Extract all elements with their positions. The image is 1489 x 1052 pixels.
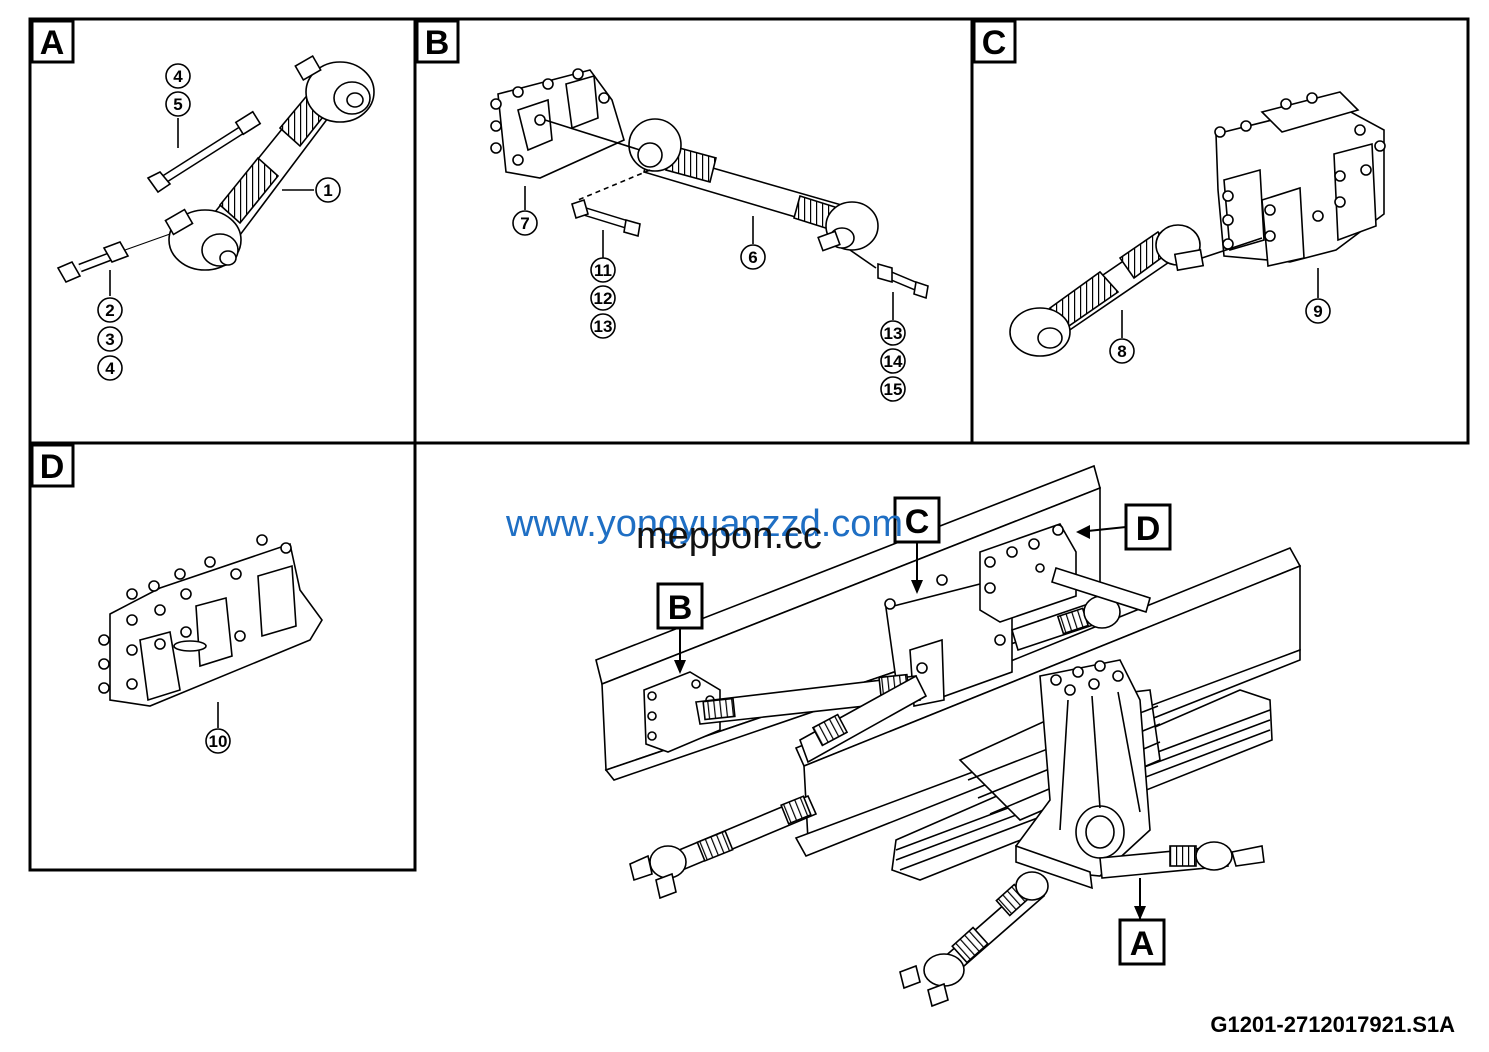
callout-bubble: 6 <box>740 244 766 270</box>
callout-bubble: 2 <box>97 297 123 323</box>
panel-b-callouts: 7 6 11 12 13 13 14 15 <box>512 210 906 402</box>
callout-bubble: 14 <box>880 348 906 374</box>
panel-a-drawing <box>56 54 375 296</box>
callout-bubble: 13 <box>880 320 906 346</box>
cross-member-bracket-9 <box>1214 91 1386 267</box>
torque-rod-6 <box>628 118 879 252</box>
callout-number: 3 <box>105 330 114 349</box>
torque-rod-8 <box>1009 224 1263 357</box>
callout-number: 4 <box>173 67 183 86</box>
panel-d-callouts: 10 <box>205 728 231 754</box>
panel-c-tag: C <box>972 19 1017 64</box>
callout-bubble: 13 <box>590 313 616 339</box>
callout-number: 8 <box>1117 342 1126 361</box>
drawing-id: G1201-2712017921.S1A <box>1210 1012 1455 1037</box>
callout-number: 9 <box>1313 302 1322 321</box>
callout-number: 14 <box>884 352 903 371</box>
axle-stub <box>1015 844 1093 890</box>
callout-bubble: 15 <box>880 376 906 402</box>
cross-member-c <box>884 574 1013 707</box>
callout-number: 5 <box>173 95 182 114</box>
panel-d-frame <box>28 441 417 872</box>
callout-number: 11 <box>594 261 612 280</box>
panel-b-drawing <box>490 68 929 320</box>
lower-rod-rear-left <box>629 794 818 900</box>
long-bolt <box>146 110 262 194</box>
panel-a-letter: A <box>40 24 65 62</box>
callout-bubble: 7 <box>512 210 538 236</box>
callout-bubble: 8 <box>1109 338 1135 364</box>
callout-number: 4 <box>105 359 115 378</box>
callout-bubble: 12 <box>590 285 616 311</box>
upper-rod-front <box>1011 566 1151 652</box>
panel-frames <box>28 17 1470 872</box>
callout-number: 13 <box>884 324 903 343</box>
assembly-label-a: A <box>1118 878 1166 966</box>
assembly-label-c: C <box>893 496 941 594</box>
panel-b-letter: B <box>425 24 450 62</box>
assembly-label-c-text: C <box>905 503 930 541</box>
panel-b-tag: B <box>415 19 460 64</box>
watermark-secondary: meppon.cc <box>636 515 822 557</box>
panel-c-letter: C <box>982 24 1007 62</box>
callout-number: 6 <box>748 248 757 267</box>
panel-a-callouts: 4 5 1 2 3 4 <box>97 63 341 381</box>
upper-rod-middle <box>799 674 928 764</box>
callout-number: 13 <box>594 317 613 336</box>
callout-bubble: 1 <box>315 177 341 203</box>
callout-number: 10 <box>209 732 228 751</box>
short-stud <box>56 233 171 284</box>
assembly-label-d-text: D <box>1136 510 1161 548</box>
stud-13 <box>849 249 929 300</box>
callout-bubble: 5 <box>165 91 191 117</box>
frame-bracket-10 <box>98 534 323 707</box>
bracket-d-assembly <box>979 523 1077 623</box>
callout-number: 1 <box>323 181 332 200</box>
panel-d-letter: D <box>40 448 65 486</box>
torque-rod-1 <box>164 54 375 271</box>
panel-d-drawing <box>98 534 323 728</box>
callout-number: 2 <box>105 301 114 320</box>
callout-number: 15 <box>884 380 903 399</box>
assembly-label-d: D <box>1076 503 1172 551</box>
bracket-b-assembly <box>643 671 721 753</box>
callout-number: 12 <box>594 289 613 308</box>
assembly-label-a-text: A <box>1130 925 1155 963</box>
panel-c-callouts: 9 8 <box>1109 298 1331 364</box>
lower-rod-a-right <box>1099 841 1265 879</box>
assembly-label-b-text: B <box>668 589 693 627</box>
callout-bubble: 3 <box>97 326 123 352</box>
assembly-view <box>595 464 1302 1008</box>
callout-bubble: 11 <box>590 257 616 283</box>
callout-number: 7 <box>520 214 529 233</box>
frame-bracket-7 <box>490 68 625 179</box>
panel-d-tag: D <box>30 443 75 488</box>
bolt-11 <box>571 198 641 238</box>
spring-center-bracket <box>1014 659 1151 877</box>
panel-c-frame <box>970 17 1470 445</box>
callout-bubble: 4 <box>165 63 191 89</box>
panel-c-drawing <box>1009 91 1386 357</box>
panel-a-tag: A <box>30 19 75 64</box>
watermark-primary: www.yongyuanzzd.com <box>505 503 903 545</box>
assembly-label-b: B <box>656 582 704 674</box>
lower-rod-a-left <box>899 871 1049 1008</box>
callout-bubble: 9 <box>1305 298 1331 324</box>
callout-bubble: 10 <box>205 728 231 754</box>
callout-bubble: 4 <box>97 355 123 381</box>
